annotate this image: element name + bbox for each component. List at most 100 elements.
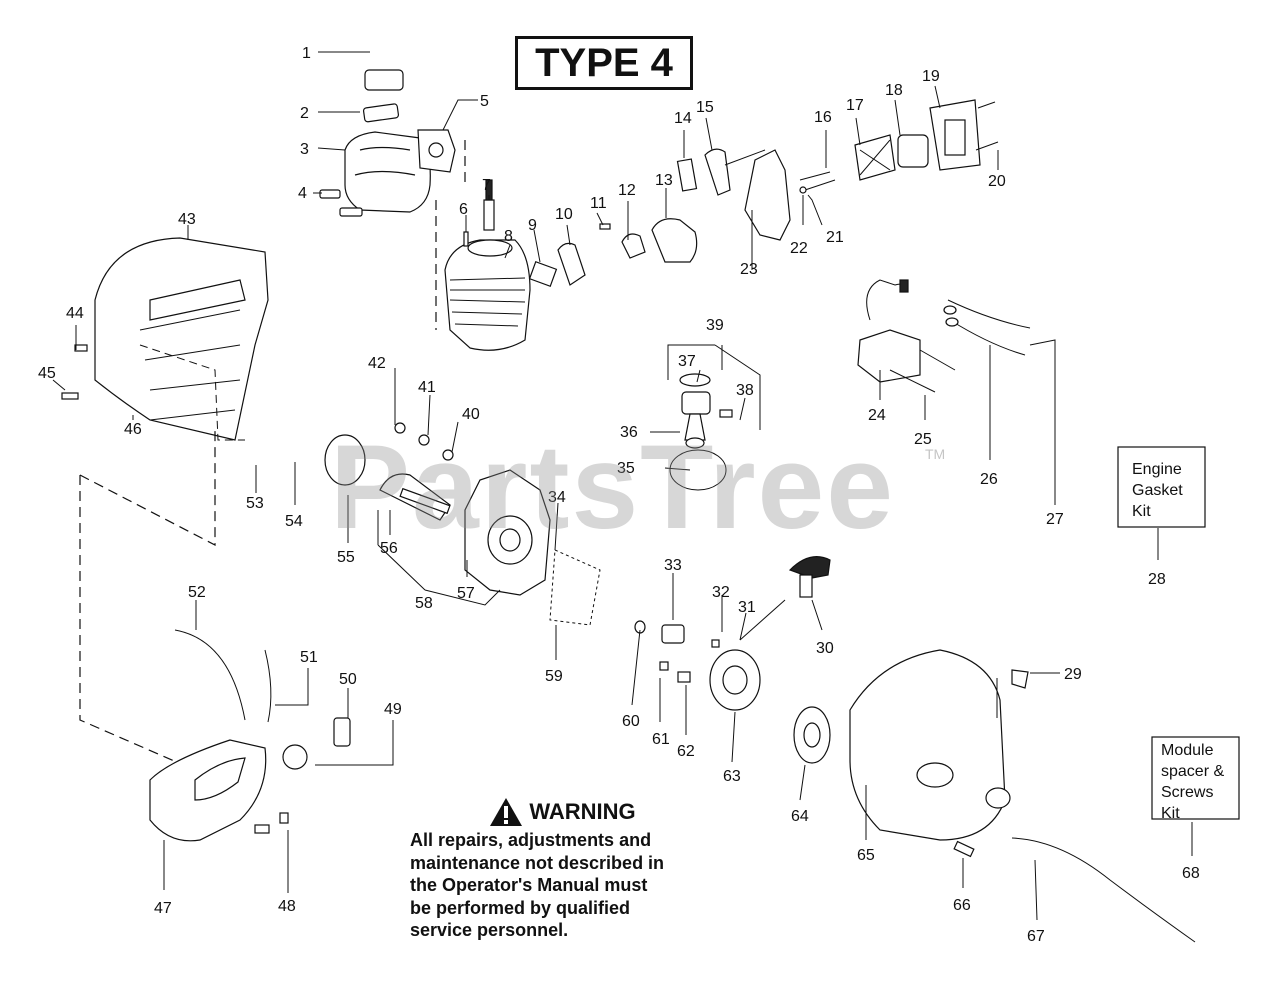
part-callout-23: 23 <box>740 261 758 278</box>
kit-label-line: Engine <box>1132 461 1182 478</box>
part-callout-18: 18 <box>885 82 903 99</box>
part-callout-25: 25 <box>914 431 932 448</box>
watermark-trademark: TM <box>925 446 946 462</box>
part-callout-41: 41 <box>418 379 436 396</box>
kit-callout: 68 <box>1182 865 1200 882</box>
part-callout-32: 32 <box>712 584 730 601</box>
part-callout-34: 34 <box>548 489 566 506</box>
shroud-group <box>61 237 269 771</box>
cylinder-group <box>444 179 698 351</box>
part-callout-14: 14 <box>674 110 692 127</box>
kit-label-line: Kit <box>1161 805 1180 822</box>
part-callout-47: 47 <box>154 900 172 917</box>
part-callout-15: 15 <box>696 99 714 116</box>
part-callout-67: 67 <box>1027 928 1045 945</box>
warning-line: service personnel. <box>410 920 569 940</box>
part-callout-38: 38 <box>736 382 754 399</box>
part-callout-65: 65 <box>857 847 875 864</box>
part-callout-59: 59 <box>545 668 563 685</box>
part-callout-54: 54 <box>285 513 303 530</box>
part-callout-8: 8 <box>504 228 513 245</box>
part-callout-60: 60 <box>622 713 640 730</box>
kit-callout: 28 <box>1148 571 1166 588</box>
warning-body: All repairs, adjustments and maintenance… <box>410 829 715 942</box>
part-callout-11: 11 <box>590 195 607 212</box>
kit-label-line: Screws <box>1161 784 1213 801</box>
part-callout-10: 10 <box>555 206 573 223</box>
part-callout-6: 6 <box>459 201 468 218</box>
ignition-group <box>857 279 1031 393</box>
part-callout-4: 4 <box>298 185 307 202</box>
part-callout-20: 20 <box>988 173 1006 190</box>
warning-heading: WARNING <box>410 795 715 829</box>
part-callout-39: 39 <box>706 317 724 334</box>
warning-heading-text: WARNING <box>529 799 636 824</box>
part-callout-13: 13 <box>655 172 673 189</box>
part-callout-21: 21 <box>826 229 844 246</box>
starter-housing-group <box>849 649 1196 943</box>
part-callout-24: 24 <box>868 407 886 424</box>
part-callout-50: 50 <box>339 671 357 688</box>
part-callout-2: 2 <box>300 105 309 122</box>
part-callout-35: 35 <box>617 460 635 477</box>
part-callout-37: 37 <box>678 353 696 370</box>
part-callout-1: 1 <box>302 45 311 62</box>
part-callout-29: 29 <box>1064 666 1082 683</box>
part-callout-49: 49 <box>384 701 402 718</box>
part-callout-19: 19 <box>922 68 940 85</box>
part-callout-31: 31 <box>738 599 756 616</box>
part-callout-62: 62 <box>677 743 695 760</box>
starter-group <box>634 556 831 764</box>
part-callout-5: 5 <box>480 93 489 110</box>
module-spacer-kit-box: Module spacer & Screws Kit <box>1151 736 1240 822</box>
kit-label-line: spacer & <box>1161 763 1224 780</box>
part-callout-17: 17 <box>846 97 864 114</box>
part-callout-66: 66 <box>953 897 971 914</box>
part-callout-46: 46 <box>124 421 142 438</box>
warning-line: maintenance not described in <box>410 852 665 873</box>
part-callout-12: 12 <box>618 182 636 199</box>
crankcase-group <box>324 422 601 626</box>
part-callout-63: 63 <box>723 768 741 785</box>
part-callout-52: 52 <box>188 584 206 601</box>
tank-group <box>149 629 351 842</box>
part-callout-7: 7 <box>482 177 491 194</box>
part-callout-61: 61 <box>652 731 670 748</box>
kit-label-line: Module <box>1161 742 1214 759</box>
warning-line: All repairs, adjustments and <box>410 830 652 850</box>
part-callout-53: 53 <box>246 495 264 512</box>
carb-bracket-group <box>676 99 999 241</box>
part-callout-45: 45 <box>38 365 56 382</box>
warning-line: the Operator's Manual must <box>410 875 648 895</box>
part-callout-30: 30 <box>816 640 834 657</box>
part-callout-22: 22 <box>790 240 808 257</box>
part-callout-64: 64 <box>791 808 809 825</box>
part-callout-16: 16 <box>814 109 832 126</box>
part-callout-56: 56 <box>380 540 398 557</box>
warning-line: be performed by qualified <box>410 897 631 918</box>
engine-gasket-kit-box: Engine Gasket Kit <box>1117 446 1206 528</box>
part-callout-43: 43 <box>178 211 196 228</box>
part-callout-40: 40 <box>462 406 480 423</box>
part-callout-58: 58 <box>415 595 433 612</box>
warning-notice: WARNING All repairs, adjustments and mai… <box>410 795 715 942</box>
part-callout-36: 36 <box>620 424 638 441</box>
muffler-group <box>319 69 466 330</box>
part-callout-9: 9 <box>528 217 537 234</box>
warning-triangle-icon <box>490 798 523 826</box>
piston-group <box>669 373 733 491</box>
part-callout-33: 33 <box>664 557 682 574</box>
part-callout-3: 3 <box>300 141 309 158</box>
part-callout-26: 26 <box>980 471 998 488</box>
part-callout-57: 57 <box>457 585 475 602</box>
part-callout-48: 48 <box>278 898 296 915</box>
diagram-title: TYPE 4 <box>515 36 693 90</box>
kit-label-line: Gasket <box>1132 482 1183 499</box>
part-callout-42: 42 <box>368 355 386 372</box>
leader-lines <box>52 51 1193 921</box>
part-callout-51: 51 <box>300 649 318 666</box>
part-callout-55: 55 <box>337 549 355 566</box>
part-callout-44: 44 <box>66 305 84 322</box>
callout-layer: 1234567891011121314151617181920212223242… <box>38 45 1082 945</box>
